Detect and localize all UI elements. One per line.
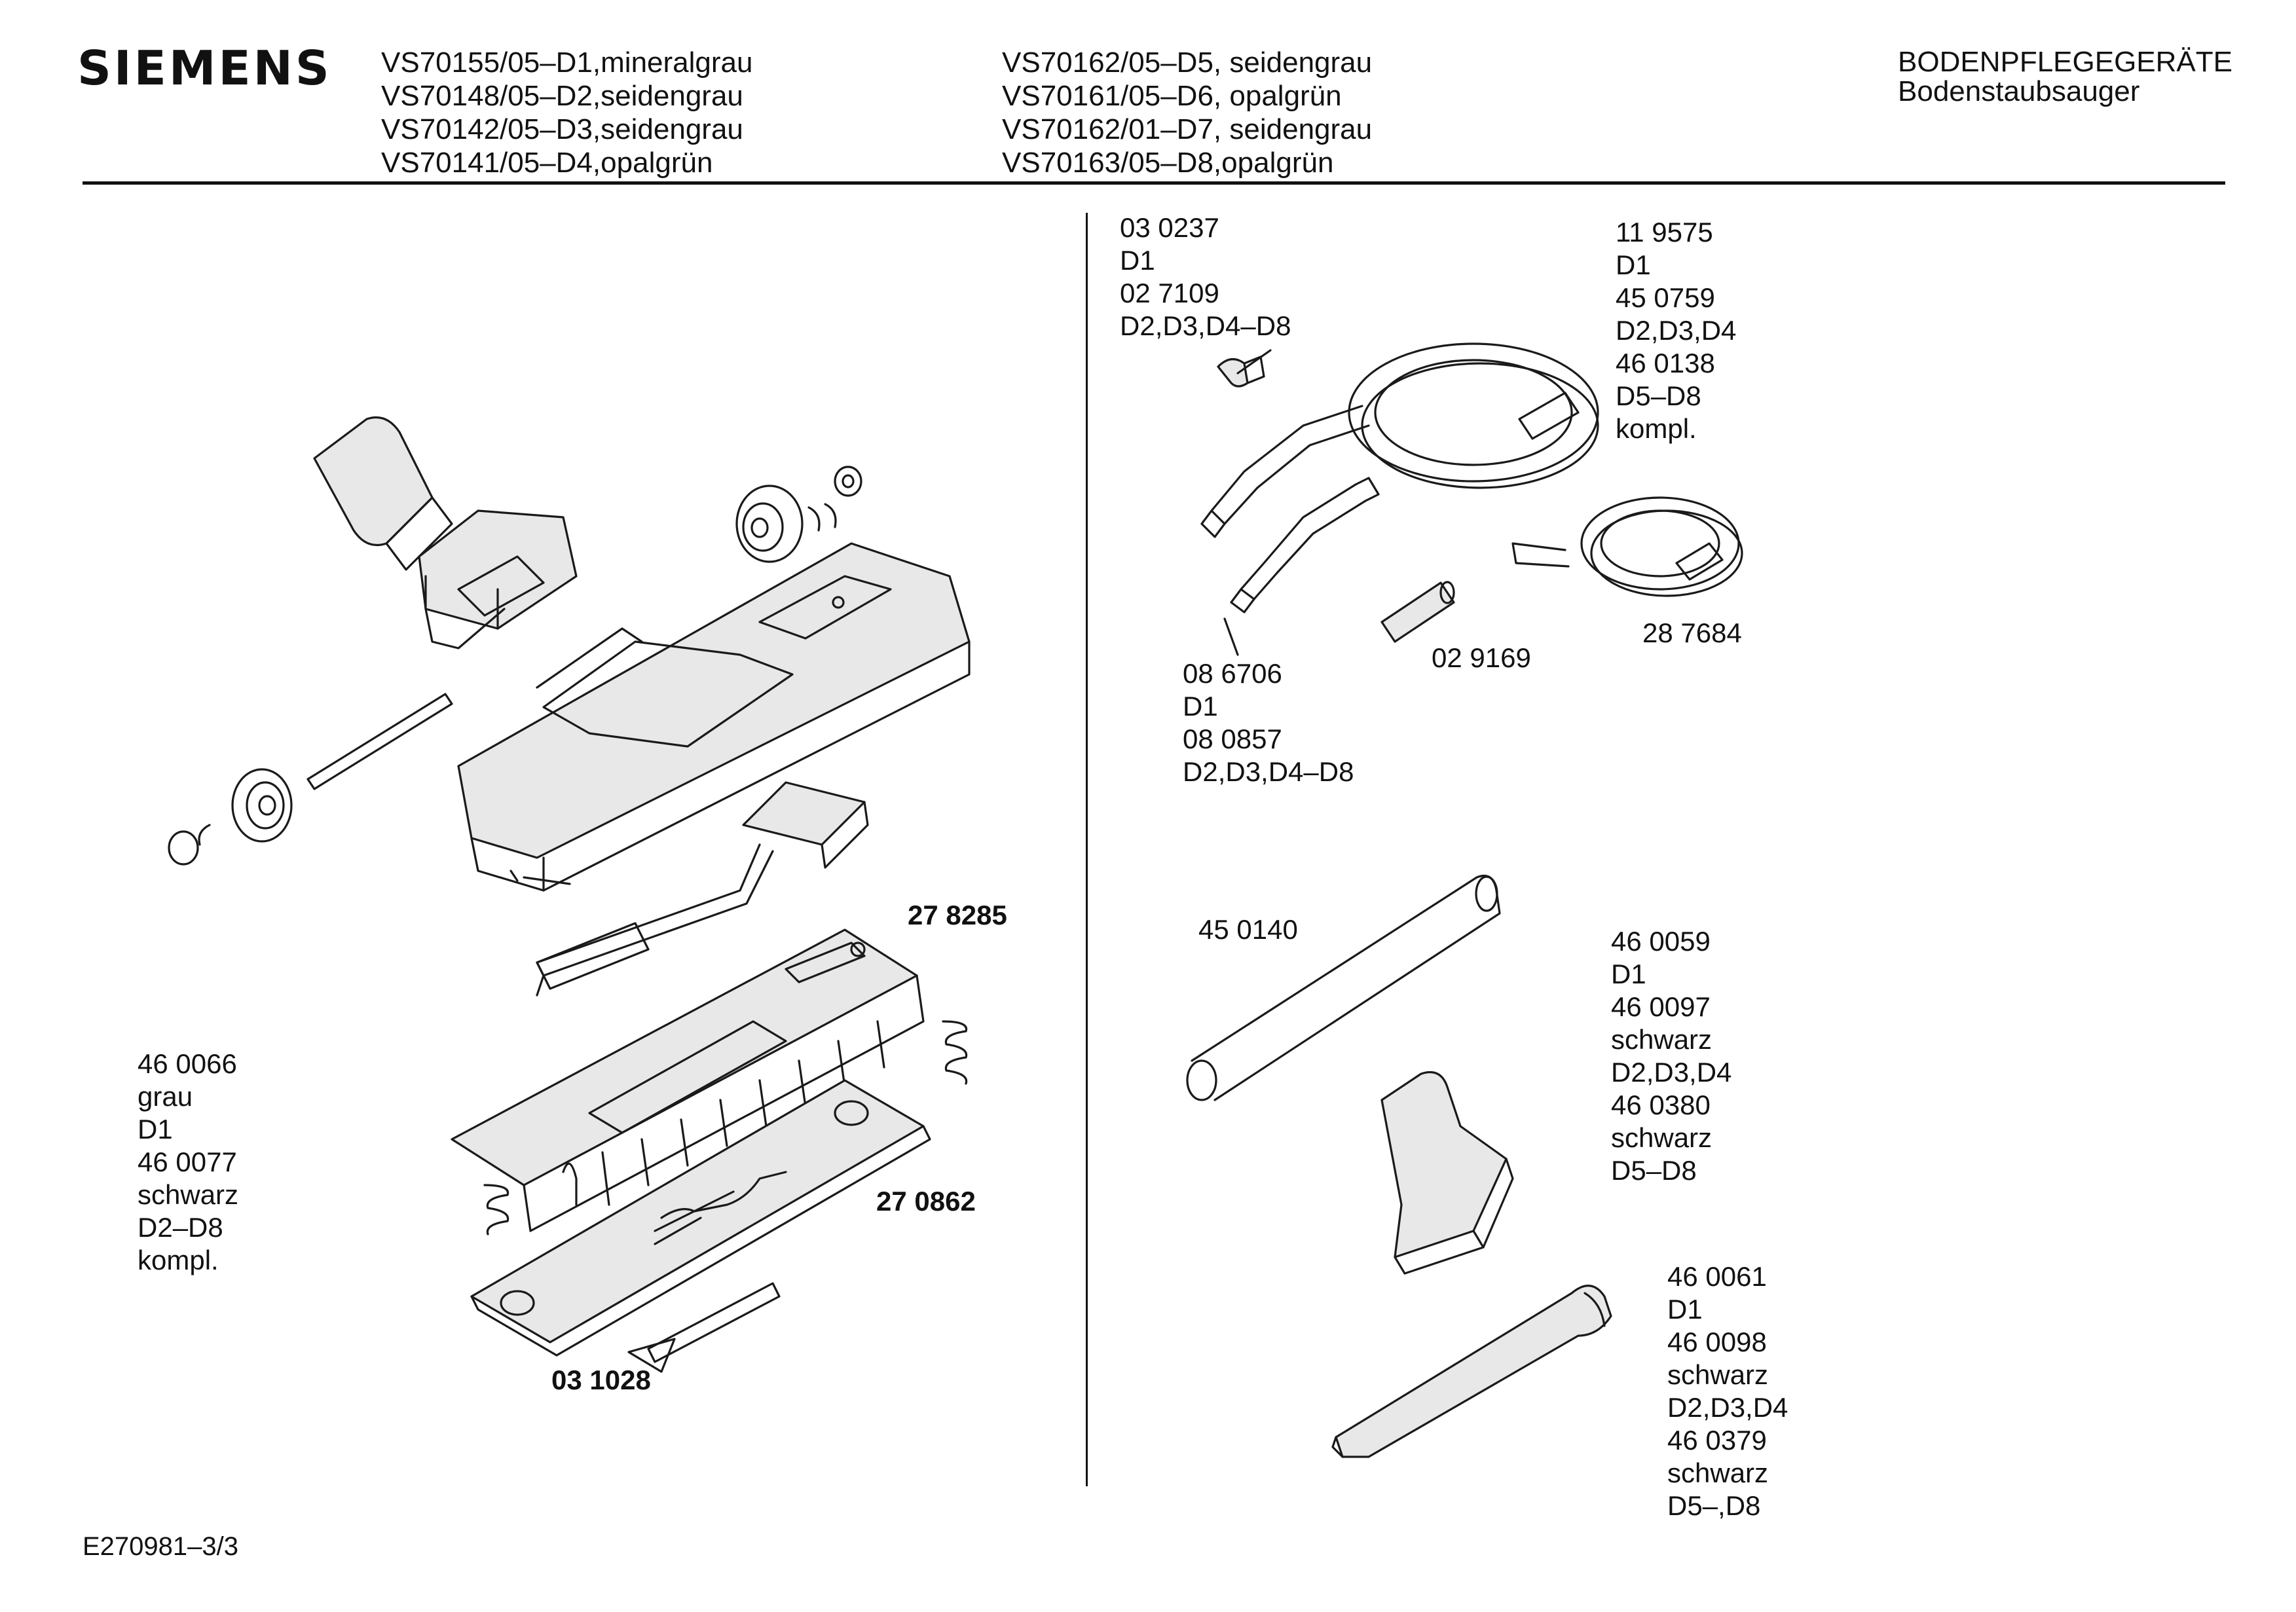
bent-handle-tube-drawing bbox=[1230, 477, 1380, 614]
label-029169: 02 9169 bbox=[1432, 642, 1531, 673]
label-line: D1 bbox=[1120, 245, 1155, 276]
model-list-right: VS70162/05–D5, seidengrau VS70161/05–D6,… bbox=[1002, 46, 1372, 179]
label-line: 46 0098 bbox=[1667, 1327, 1767, 1357]
label-line: D2,D3,D4 bbox=[1616, 315, 1737, 346]
model-line: VS70163/05–D8,opalgrün bbox=[1002, 147, 1334, 179]
brush-plate-upper-drawing bbox=[451, 928, 925, 1232]
label-line: 46 0061 bbox=[1667, 1261, 1767, 1292]
label-line: D1 bbox=[1667, 1294, 1703, 1325]
label-287684: 28 7684 bbox=[1642, 617, 1742, 648]
label-line: 46 0380 bbox=[1611, 1090, 1711, 1120]
label-460061-group: 46 0061 D1 46 0098 schwarz D2,D3,D4 46 0… bbox=[1667, 1260, 1788, 1522]
category-subtitle: Bodenstaubsauger bbox=[1898, 75, 2140, 107]
label-line: D1 bbox=[138, 1114, 173, 1145]
wheel-set-top-drawing bbox=[735, 466, 862, 563]
document-id: E270981–3/3 bbox=[83, 1532, 239, 1561]
label-line: D1 bbox=[1183, 691, 1218, 722]
hose-coil-small-drawing bbox=[1511, 496, 1743, 597]
label-line: 08 6706 bbox=[1183, 658, 1282, 689]
label-line: schwarz bbox=[1667, 1359, 1769, 1390]
category-title: BODENPFLEGEGERÄTE bbox=[1898, 46, 2233, 78]
label-line: 03 0237 bbox=[1120, 212, 1219, 243]
upholstery-nozzle-drawing bbox=[1380, 1071, 1514, 1275]
label-278285: 27 8285 bbox=[908, 900, 1007, 930]
label-line: D2,D3,D4 bbox=[1611, 1057, 1732, 1088]
model-list-left: VS70155/05–D1,mineralgrau VS70148/05–D2,… bbox=[381, 46, 753, 179]
label-450140: 45 0140 bbox=[1198, 914, 1298, 945]
label-line: 46 0059 bbox=[1611, 926, 1711, 957]
label-line: 46 0379 bbox=[1667, 1425, 1767, 1456]
sole-plate-lower-drawing bbox=[470, 1079, 931, 1357]
label-line: 46 0097 bbox=[1611, 991, 1711, 1022]
header-rule bbox=[83, 181, 2225, 185]
label-line: D1 bbox=[1611, 959, 1646, 989]
label-086706-group: 08 6706 D1 08 0857 D2,D3,D4–D8 bbox=[1183, 657, 1354, 788]
axle-and-wheel-drawing bbox=[168, 693, 453, 866]
model-line: VS70142/05–D3,seidengrau bbox=[381, 113, 743, 145]
label-line: schwarz bbox=[1667, 1457, 1769, 1488]
label-119575-group: 11 9575 D1 45 0759 D2,D3,D4 46 0138 D5–D… bbox=[1616, 216, 1736, 445]
direction-arrow-drawing bbox=[627, 1282, 781, 1373]
crevice-tool-drawing bbox=[1331, 1285, 1612, 1458]
label-line: 11 9575 bbox=[1616, 217, 1713, 247]
label-line: D5–D8 bbox=[1616, 380, 1701, 411]
label-270862: 27 0862 bbox=[876, 1186, 976, 1217]
label-line: schwarz bbox=[1611, 1122, 1713, 1153]
label-line: grau bbox=[138, 1081, 193, 1112]
label-line: D2–D8 bbox=[138, 1212, 223, 1243]
label-line: 46 0077 bbox=[138, 1146, 237, 1177]
hose-adapter-drawing bbox=[1380, 581, 1455, 643]
label-line: 08 0857 bbox=[1183, 724, 1282, 754]
model-line: VS70161/05–D6, opalgrün bbox=[1002, 80, 1342, 112]
label-line: 02 7109 bbox=[1120, 278, 1219, 308]
hose-clip-drawing bbox=[1217, 356, 1265, 388]
label-460059-group: 46 0059 D1 46 0097 schwarz D2,D3,D4 46 0… bbox=[1611, 925, 1731, 1187]
label-line: D2,D3,D4–D8 bbox=[1120, 310, 1291, 341]
model-line: VS70155/05–D1,mineralgrau bbox=[381, 46, 753, 79]
springs-drawing bbox=[483, 1020, 968, 1236]
nozzle-neck-drawing bbox=[313, 416, 578, 650]
label-line: schwarz bbox=[1611, 1024, 1713, 1055]
model-line: VS70162/01–D7, seidengrau bbox=[1002, 113, 1373, 145]
label-line: schwarz bbox=[138, 1179, 239, 1210]
straight-tube-drawing bbox=[1186, 874, 1501, 1101]
model-line: VS70162/05–D5, seidengrau bbox=[1002, 46, 1373, 79]
label-030237-group: 03 0237 D1 02 7109 D2,D3,D4–D8 bbox=[1120, 211, 1291, 342]
label-line: 45 0759 bbox=[1616, 282, 1715, 313]
panel-divider bbox=[1086, 213, 1088, 1486]
model-line: VS70148/05–D2,seidengrau bbox=[381, 80, 743, 112]
brand-logo: SIEMENS bbox=[77, 41, 332, 96]
label-line: D2,D3,D4–D8 bbox=[1183, 756, 1354, 787]
label-031028: 03 1028 bbox=[551, 1365, 651, 1395]
label-460066-group: 46 0066 grau D1 46 0077 schwarz D2–D8 ko… bbox=[138, 1048, 238, 1277]
pedal-lever-drawing bbox=[536, 781, 869, 997]
label-line: 46 0066 bbox=[138, 1048, 237, 1079]
label-line: D2,D3,D4 bbox=[1667, 1392, 1788, 1423]
label-line: kompl. bbox=[1616, 413, 1697, 444]
label-line: D5–D8 bbox=[1611, 1155, 1697, 1186]
hose-coil-large-drawing bbox=[1200, 342, 1599, 538]
label-line: D5–,D8 bbox=[1667, 1490, 1761, 1521]
nozzle-body-drawing bbox=[457, 542, 971, 892]
label-line: D1 bbox=[1616, 249, 1651, 280]
label-line: kompl. bbox=[138, 1245, 219, 1275]
model-line: VS70141/05–D4,opalgrün bbox=[381, 147, 713, 179]
label-line: 46 0138 bbox=[1616, 348, 1715, 378]
